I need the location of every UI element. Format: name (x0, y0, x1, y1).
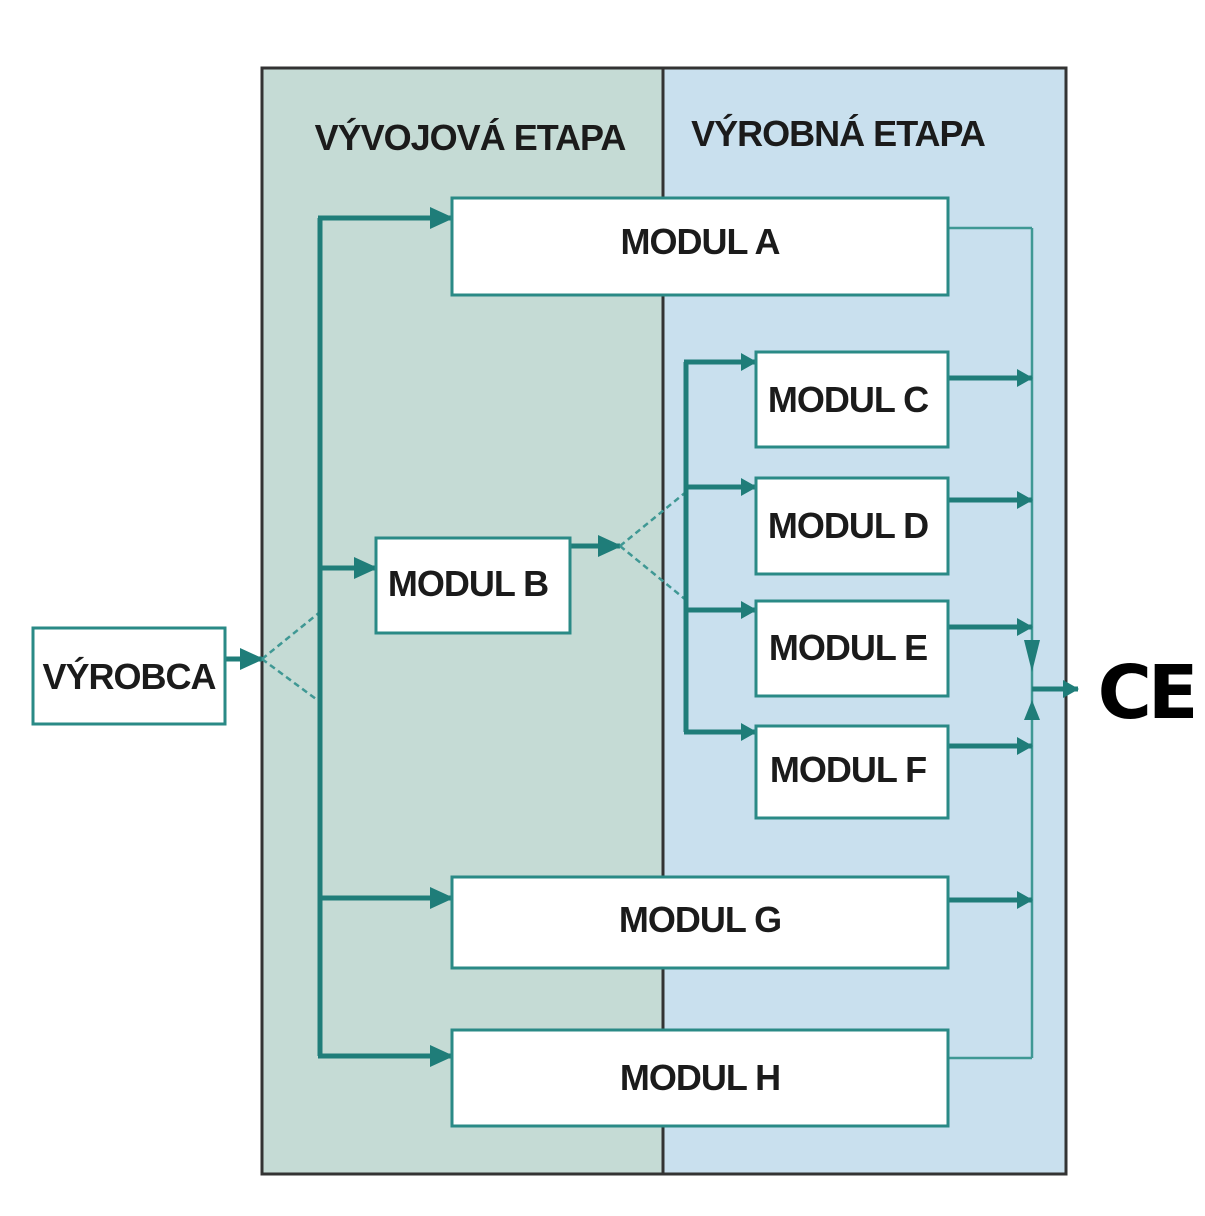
development-phase-title: VÝVOJOVÁ ETAPA (315, 117, 627, 158)
module-d-box: MODUL D (754, 476, 950, 576)
module-g-box: MODUL G (450, 875, 950, 970)
module-c-box: MODUL C (754, 350, 950, 449)
fork-line-lower (261, 657, 321, 704)
module-h-label: MODUL H (620, 1057, 780, 1098)
module-a-label: MODUL A (621, 221, 781, 262)
module-b-box: MODUL B (374, 536, 572, 635)
ce-marking-icon: CE (1098, 650, 1195, 736)
module-b-label: MODUL B (388, 563, 548, 604)
module-d-frame (754, 476, 950, 576)
module-g-frame (450, 875, 950, 970)
module-d-label: MODUL D (768, 505, 928, 546)
module-e-box: MODUL E (754, 599, 950, 698)
module-h-box: MODUL H (450, 1028, 950, 1128)
module-e-label: MODUL E (769, 627, 927, 668)
converge-arrow-lower (1024, 700, 1040, 720)
manufacturer-label: VÝROBCA (42, 656, 216, 697)
production-phase-title: VÝROBNÁ ETAPA (691, 113, 986, 154)
module-h-frame (450, 1028, 950, 1128)
manufacturer-box: VÝROBCA (31, 626, 227, 726)
module-f-box: MODUL F (754, 724, 950, 820)
module-a-frame (450, 196, 950, 297)
module-f-frame (754, 724, 950, 820)
module-b-frame (374, 536, 572, 635)
fork-b-upper (619, 491, 687, 547)
fork-b-lower (619, 545, 687, 601)
fork-line-upper (261, 611, 321, 660)
module-g-label: MODUL G (619, 899, 781, 940)
converge-arrow-upper (1024, 640, 1040, 672)
flow-connectors (225, 207, 1079, 1067)
module-f-label: MODUL F (770, 749, 926, 790)
module-a-box: MODUL A (450, 196, 950, 297)
manufacturer-box-frame (31, 626, 227, 726)
module-c-frame (754, 350, 950, 449)
module-c-label: MODUL C (768, 379, 929, 420)
module-e-frame (754, 599, 950, 698)
